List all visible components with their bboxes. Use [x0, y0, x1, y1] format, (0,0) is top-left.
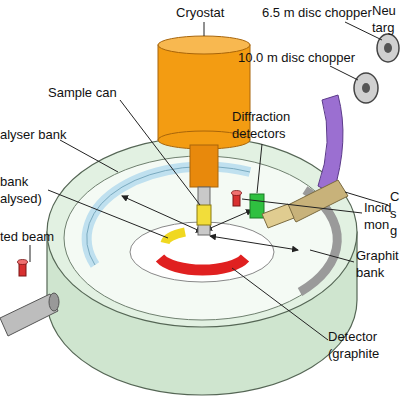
- scatter-arrow: [122, 196, 202, 232]
- part-label: Neu targ: [372, 2, 399, 36]
- cryostat-body: [158, 45, 250, 140]
- part-label: 10.0 m disc chopper: [238, 49, 363, 66]
- sample-stick: [198, 187, 210, 235]
- scatter-arrow: [210, 236, 298, 250]
- part-label: C s g: [390, 188, 400, 239]
- part-label: Incid mon: [364, 199, 398, 233]
- cryostat-tail: [190, 145, 218, 187]
- part-label: bank alysed): [0, 173, 48, 207]
- cryostat-top: [158, 36, 250, 54]
- part-label: Cryostat: [176, 4, 256, 21]
- transmission-monitor-cap: [18, 260, 28, 265]
- part-label: Diffraction detectors: [232, 108, 302, 142]
- chopper-hub: [384, 43, 392, 53]
- guide-snout: [262, 204, 294, 228]
- tank-rim: [47, 137, 357, 327]
- leader-lines: [30, 22, 388, 340]
- beam-pipe: [0, 294, 58, 336]
- part-label: ted beam: [0, 228, 70, 245]
- chopper-hub: [362, 83, 370, 93]
- chopper-disc: [377, 34, 399, 62]
- part-label: Sample can: [48, 84, 138, 101]
- scatter-arrow: [206, 210, 252, 230]
- part-label: alyser bank: [0, 126, 90, 143]
- curved-guide: [318, 95, 343, 194]
- part-label: 6.5 m disc chopper: [262, 4, 387, 21]
- guide-section: [286, 180, 348, 222]
- part-label: Graphit bank: [356, 247, 400, 281]
- incident-monitor-cap: [232, 191, 242, 196]
- part-label: Detector (graphite: [328, 328, 396, 362]
- chopper-disc: [354, 73, 378, 103]
- beam-pipe-end: [49, 293, 59, 311]
- sample-can: [197, 205, 211, 225]
